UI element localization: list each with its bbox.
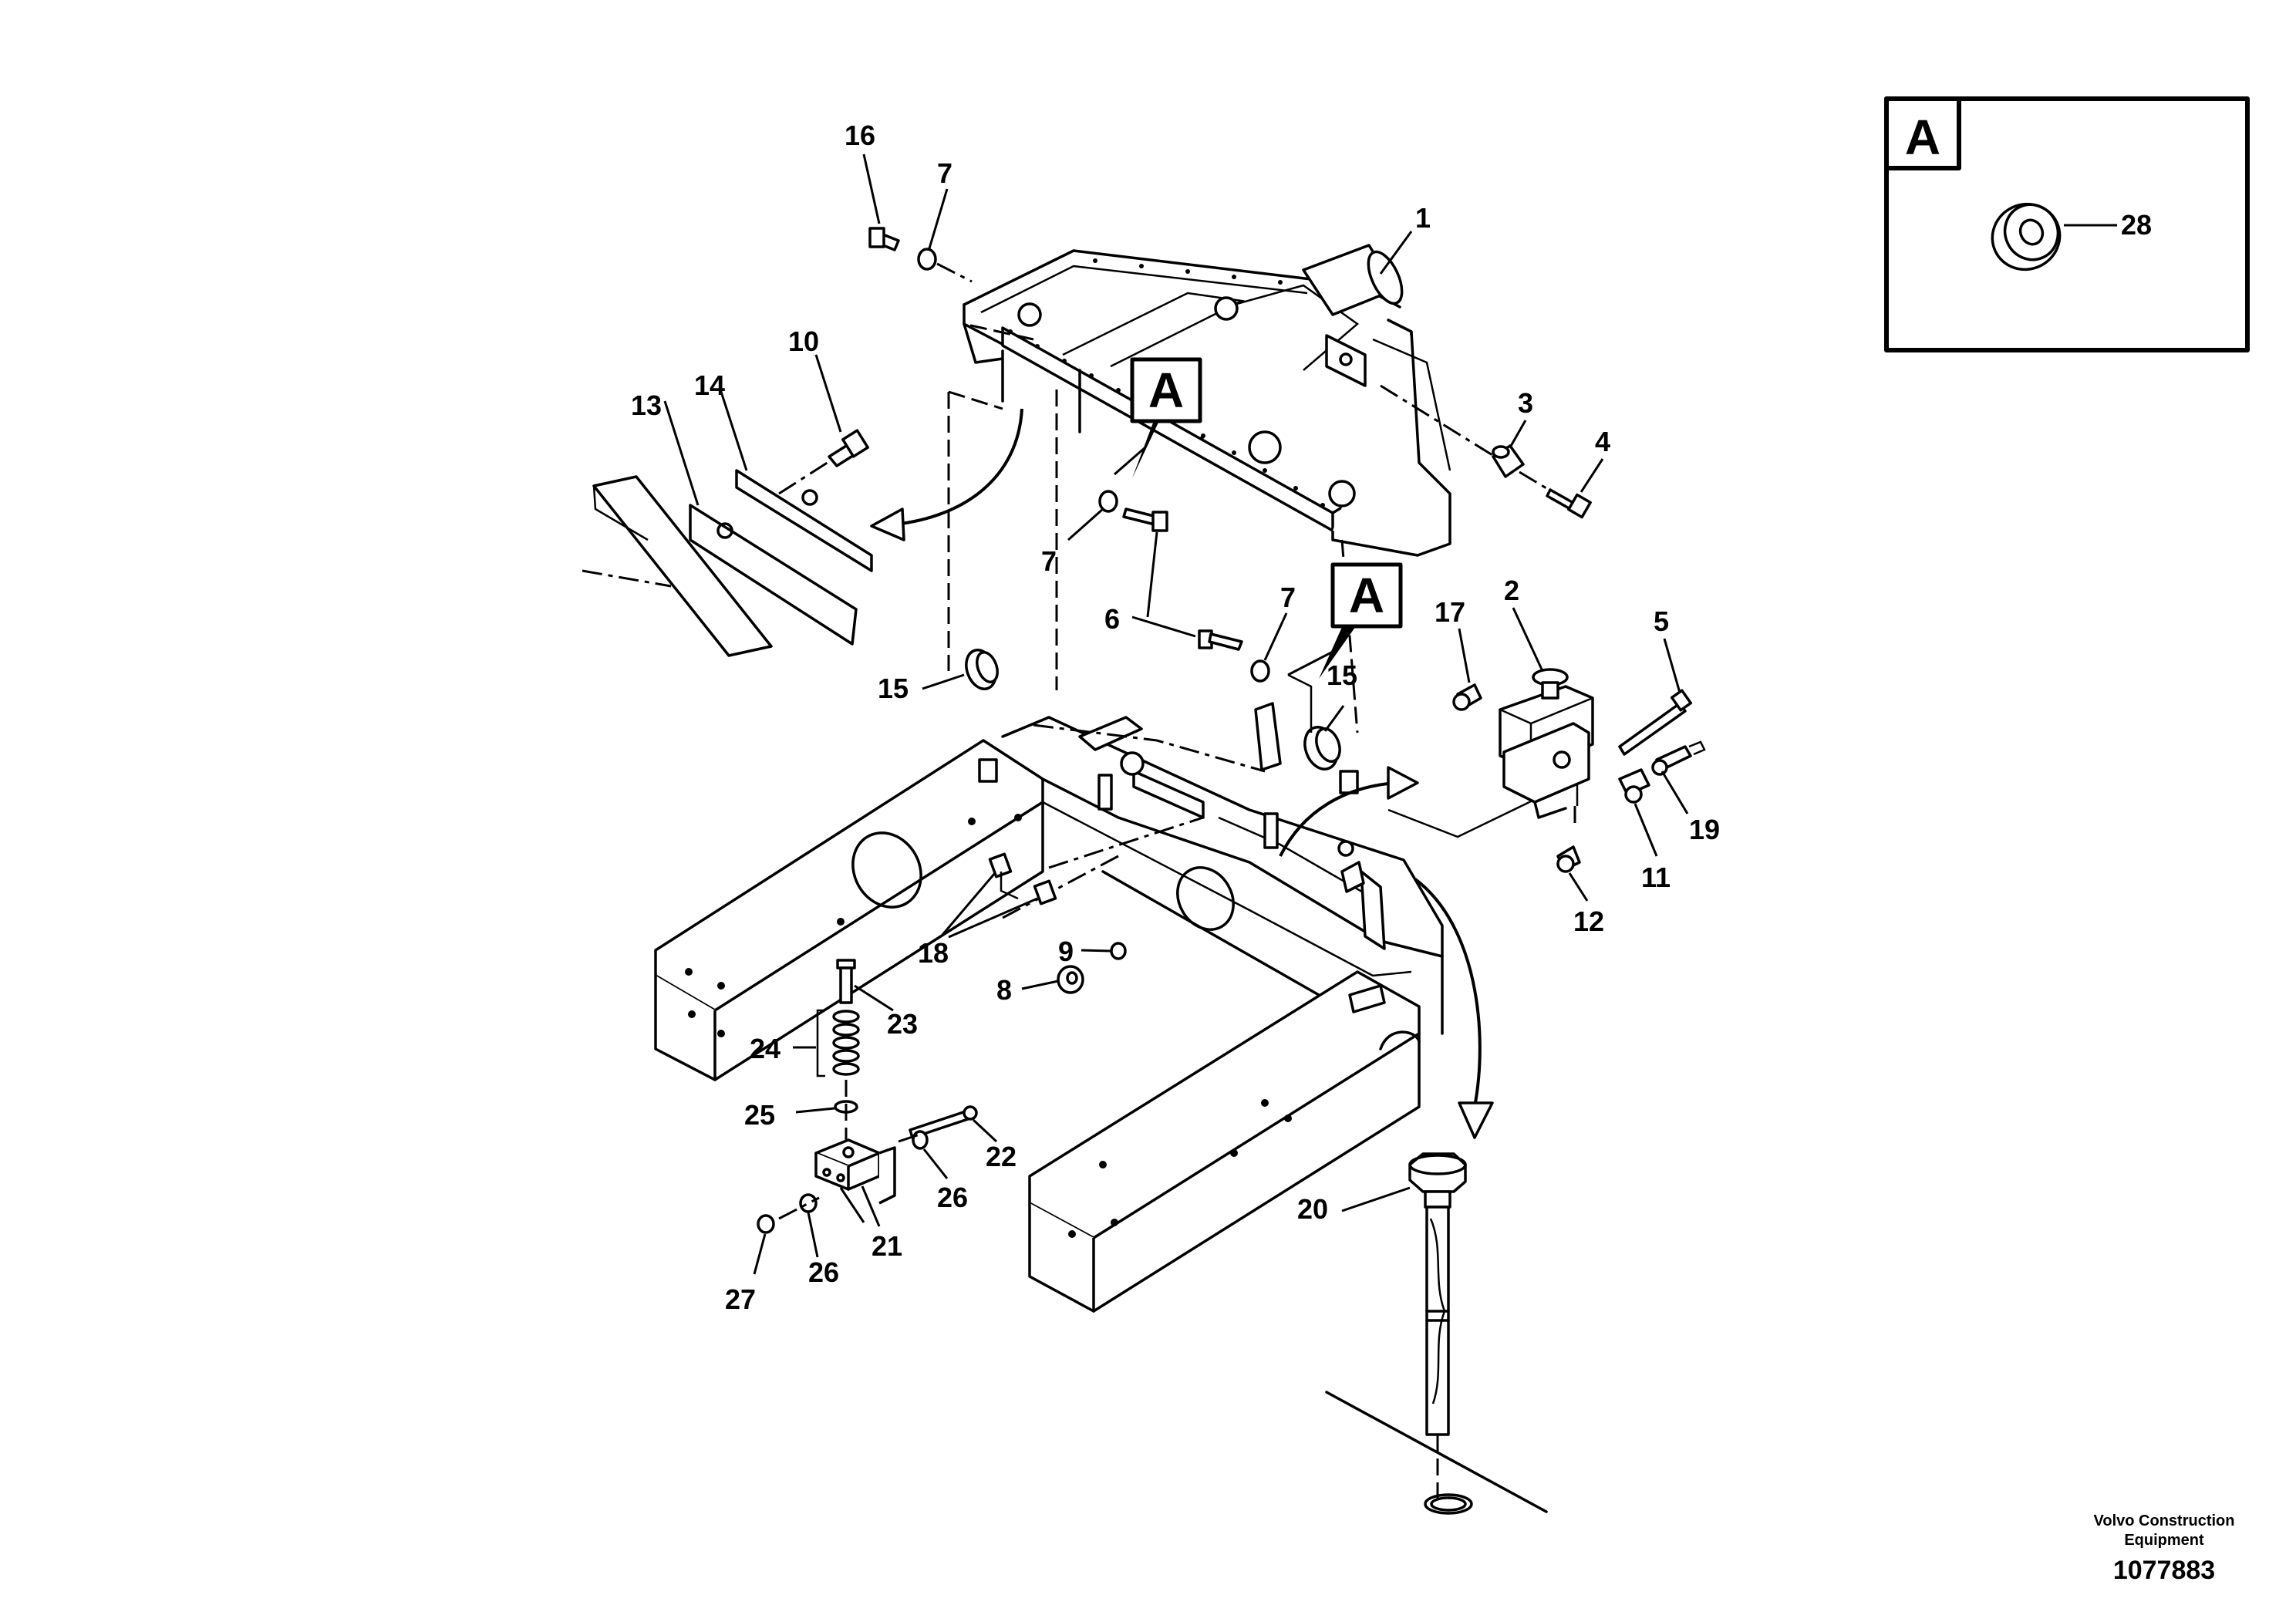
footer: Volvo Construction Equipment 1077883 xyxy=(2094,1512,2235,1585)
label-19: 19 xyxy=(1689,814,1720,845)
fitting-part-11 xyxy=(1618,768,1650,804)
washer-part-28 xyxy=(1991,202,2062,271)
label-26-left: 26 xyxy=(808,1256,839,1288)
bolt-part-10 xyxy=(828,429,869,467)
lower-frame xyxy=(654,702,1444,1313)
bolt-part-16 xyxy=(868,227,900,251)
label-11: 11 xyxy=(1641,862,1671,893)
upper-frame-part-1 xyxy=(947,244,1451,733)
bolt-part-5 xyxy=(1618,689,1693,756)
disc-spring-stack-part-24 xyxy=(832,1010,860,1076)
washer-part-26-right xyxy=(912,1130,929,1150)
label-3: 3 xyxy=(1518,387,1533,419)
label-24: 24 xyxy=(750,1033,781,1064)
label-12: 12 xyxy=(1573,905,1604,937)
washer-part-9 xyxy=(1110,942,1127,960)
bolt-part-23 xyxy=(836,959,856,1004)
fitting-part-17 xyxy=(1452,683,1482,711)
label-10: 10 xyxy=(788,325,819,357)
rubber-mount-part-15-right xyxy=(1303,726,1341,771)
label-28: 28 xyxy=(2121,209,2152,241)
label-1: 1 xyxy=(1415,202,1431,234)
label-16: 16 xyxy=(845,120,875,151)
tie-down-assembly xyxy=(757,959,978,1234)
rubber-mount-part-15-left xyxy=(965,649,999,690)
label-7-top: 7 xyxy=(937,157,952,189)
washer-part-26-left xyxy=(799,1193,818,1213)
brand-line-1: Volvo Construction xyxy=(2094,1512,2235,1529)
fitting-part-12 xyxy=(1556,845,1581,873)
label-17: 17 xyxy=(1435,596,1465,628)
cover-plate-assembly xyxy=(582,408,1023,657)
label-9: 9 xyxy=(1058,936,1074,967)
brand-line-2: Equipment xyxy=(2124,1532,2204,1549)
label-13: 13 xyxy=(631,389,662,421)
connector-part-19 xyxy=(1651,740,1706,776)
label-7-lower: 7 xyxy=(1280,582,1296,613)
label-4: 4 xyxy=(1595,426,1610,457)
bolt-part-6-upper xyxy=(1122,508,1168,532)
callout-a-upper-label: A xyxy=(1148,363,1184,418)
detail-box-a: A xyxy=(1884,96,2250,352)
label-27: 27 xyxy=(725,1283,756,1315)
callout-a-upper: A xyxy=(1114,357,1202,478)
label-15-left: 15 xyxy=(878,673,909,704)
callout-a-lower: A xyxy=(1287,562,1403,679)
nut-part-27 xyxy=(757,1214,775,1234)
label-23: 23 xyxy=(887,1008,918,1040)
label-5: 5 xyxy=(1654,605,1669,637)
bolt-part-22 xyxy=(909,1105,978,1139)
dipstick-part-20 xyxy=(1325,1152,1548,1515)
part-labels: 1 2 3 4 5 6 7 7 7 8 9 10 11 12 13 14 15 … xyxy=(631,120,2152,1315)
washer-part-7-lower xyxy=(1250,659,1270,683)
leader-lines xyxy=(663,153,1689,1275)
label-15-right: 15 xyxy=(1327,659,1357,691)
direction-arrows xyxy=(1279,766,1579,1139)
washer-part-7-mid xyxy=(1098,490,1118,513)
label-25: 25 xyxy=(744,1099,775,1131)
bracket-part-21 xyxy=(814,1138,896,1205)
label-22: 22 xyxy=(986,1141,1017,1172)
washer-part-7-top xyxy=(917,248,937,271)
label-7-mid: 7 xyxy=(1041,545,1057,577)
label-2: 2 xyxy=(1504,575,1519,606)
spacer-part-3 xyxy=(1492,444,1525,478)
label-8: 8 xyxy=(996,974,1012,1006)
solenoid-valve-part-2 xyxy=(1499,668,1594,819)
bolt-part-6 xyxy=(1198,629,1243,651)
label-18: 18 xyxy=(918,937,949,969)
callout-a-lower-label: A xyxy=(1349,568,1384,623)
drawing-number: 1077883 xyxy=(2113,1556,2215,1585)
label-6: 6 xyxy=(1104,603,1120,635)
label-26-right: 26 xyxy=(937,1182,968,1213)
detail-box-label: A xyxy=(1905,110,1940,165)
bolt-part-18 xyxy=(988,852,1057,905)
label-14: 14 xyxy=(694,369,725,401)
label-20: 20 xyxy=(1297,1193,1328,1225)
bolt-part-4 xyxy=(1546,488,1592,519)
nut-part-8 xyxy=(1057,965,1084,994)
label-21: 21 xyxy=(872,1230,902,1262)
